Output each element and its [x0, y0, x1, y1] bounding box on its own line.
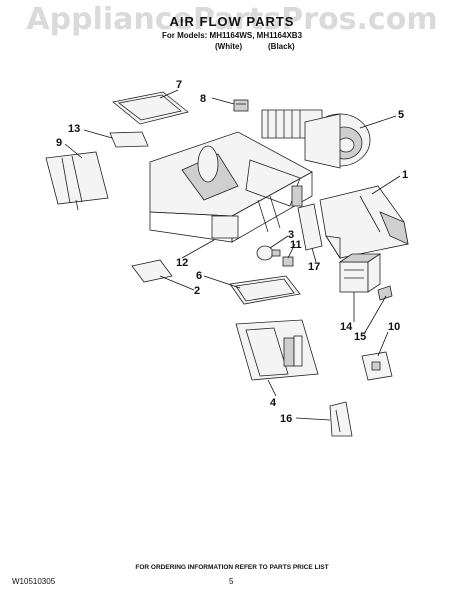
- part-14-transformer: [338, 253, 382, 293]
- color-white-label: (White): [215, 42, 243, 51]
- part-8-connector: [233, 99, 249, 112]
- callout-labels: 7 8 5 13 9 1 3 11 12 17 6 2 14 10 15 4 1…: [56, 79, 408, 425]
- callout-9: 9: [56, 137, 62, 149]
- color-black-label: (Black): [268, 42, 295, 51]
- part-13-bracket: [109, 131, 149, 148]
- ordering-note: FOR ORDERING INFORMATION REFER TO PARTS …: [135, 564, 329, 571]
- part-5-blower-motor: [261, 109, 371, 169]
- leader-lines: [64, 89, 401, 421]
- part-7-filter: [112, 91, 189, 125]
- part-16-bracket: [329, 401, 353, 437]
- callout-16: 16: [280, 413, 292, 425]
- models-line: For Models: MH1164WS, MH1164XB3: [161, 31, 303, 40]
- part-9-vent-grille: [45, 151, 109, 211]
- callout-2: 2: [194, 285, 200, 297]
- callout-11: 11: [290, 239, 302, 251]
- callout-17: 17: [308, 261, 320, 273]
- callout-3: 3: [288, 229, 294, 241]
- callout-1: 1: [402, 169, 408, 181]
- callout-6: 6: [196, 270, 202, 282]
- callout-7: 7: [176, 79, 182, 91]
- main-air-duct-housing: [149, 131, 313, 243]
- part-6-base-plate: [229, 275, 301, 305]
- callout-14: 14: [340, 321, 353, 333]
- callout-13: 13: [68, 123, 80, 135]
- part-15-clip: [377, 285, 393, 301]
- part-4-control-panel: [235, 319, 319, 381]
- document-number: W10510305: [12, 577, 56, 586]
- page-number: 5: [229, 577, 234, 586]
- part-3-lamp: [256, 245, 281, 261]
- watermark: AppliancePartsPros.com: [26, 2, 438, 37]
- part-10-label: [361, 351, 393, 381]
- callout-12: 12: [176, 257, 188, 269]
- callout-4: 4: [270, 397, 277, 409]
- part-1-exhaust-duct: [319, 185, 409, 260]
- callout-15: 15: [354, 331, 366, 343]
- part-11-socket: [282, 256, 294, 267]
- callout-5: 5: [398, 109, 404, 121]
- page-title: AIR FLOW PARTS: [169, 14, 295, 29]
- part-17-plate: [297, 203, 323, 251]
- callout-10: 10: [388, 321, 400, 333]
- callout-8: 8: [200, 93, 206, 105]
